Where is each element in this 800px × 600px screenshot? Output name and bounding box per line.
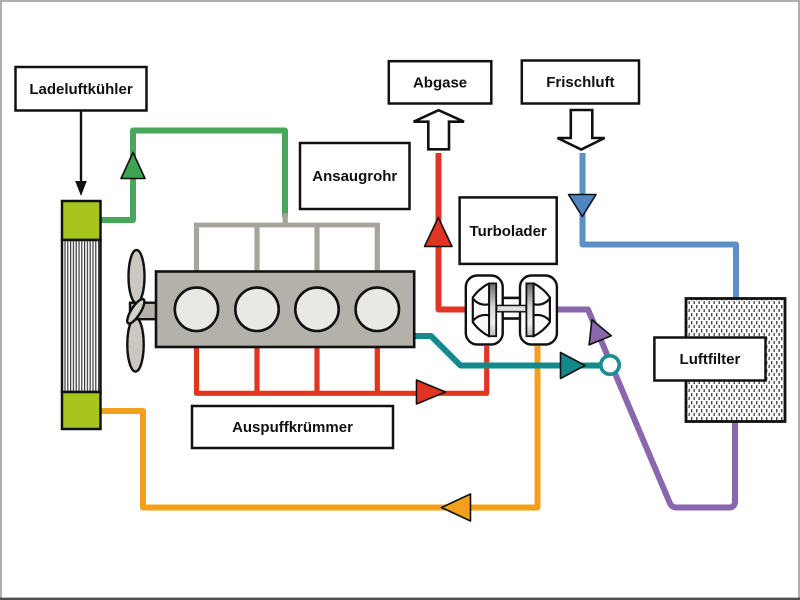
- svg-text:Frischluft: Frischluft: [546, 74, 614, 91]
- svg-text:Ladeluftkühler: Ladeluftkühler: [29, 81, 133, 98]
- svg-text:Turbolader: Turbolader: [470, 223, 547, 240]
- svg-text:Abgase: Abgase: [413, 75, 467, 92]
- svg-text:Luftfilter: Luftfilter: [680, 351, 741, 368]
- svg-text:Ansaugrohr: Ansaugrohr: [312, 168, 397, 185]
- svg-text:Auspuffkrümmer: Auspuffkrümmer: [232, 419, 353, 436]
